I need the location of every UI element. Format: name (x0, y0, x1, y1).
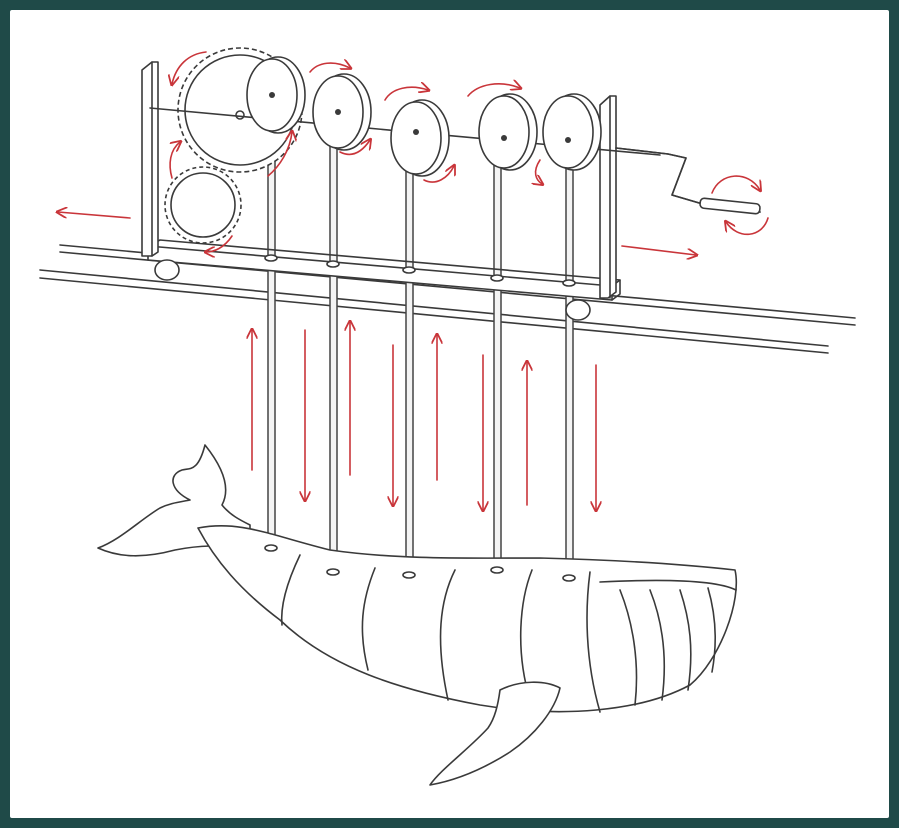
cam-disc-3 (390, 99, 450, 177)
whale-throat-grooves (599, 579, 737, 706)
guide-rail-front (39, 269, 829, 354)
gear-rotation-arrow (170, 51, 542, 252)
cam-disc-1 (246, 56, 306, 134)
push-rod-1 (267, 139, 276, 551)
cam-disc-4 (478, 93, 538, 171)
cart-right-arrow (621, 245, 696, 255)
whale-body (197, 525, 737, 713)
gear-small (164, 166, 242, 244)
cart-left-arrow (58, 212, 131, 219)
crank-rotation-arrow (711, 175, 769, 236)
frame-plate-left (141, 61, 159, 257)
push-rods (267, 134, 574, 581)
whale-segment-2 (361, 567, 376, 671)
push-rod-4 (493, 154, 502, 571)
push-rod-3 (405, 164, 414, 576)
frame-plate-right (599, 95, 617, 299)
wheel-right (565, 299, 591, 321)
whale-segment-1 (280, 554, 301, 626)
push-rod-5 (565, 134, 574, 581)
whale-flipper (429, 681, 561, 786)
wheel-left (154, 259, 180, 281)
cam-disc-5 (542, 93, 602, 171)
cam-disc-2 (312, 73, 372, 151)
push-rod-2 (329, 134, 338, 574)
whale-segment-3 (439, 569, 456, 701)
rod-up-down-arrows (252, 322, 596, 510)
whale (97, 444, 737, 786)
whale-segment-5 (586, 571, 601, 713)
hand-crank (615, 147, 761, 215)
rod-caps (264, 254, 576, 287)
